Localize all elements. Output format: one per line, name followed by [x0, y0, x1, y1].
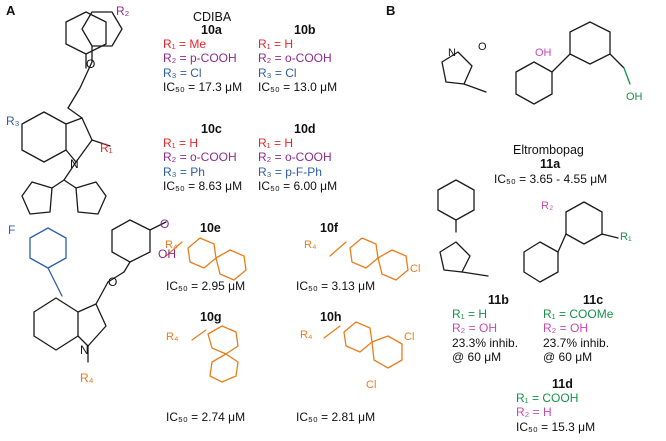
compound-10f-name: 10f: [320, 221, 339, 235]
compound-11c-inhib: 23.7% inhib.: [543, 335, 610, 350]
series11-r2-label: R₂: [541, 200, 554, 212]
compound-11d-block: 11d R₁ = COOH R₂ = H IC₅₀ = 15.3 μM: [516, 378, 595, 434]
compound-11b-conc: @ 60 μM: [452, 350, 502, 364]
compound-10a-r3: R₃ = Cl: [163, 65, 202, 80]
r2-atom-label: R₂: [116, 4, 130, 18]
compound-10a-ic50: IC₅₀ = 17.3 μM: [163, 80, 243, 94]
compound-11d-name: 11d: [552, 377, 573, 391]
compound-10b-r2: R₂ = o-COOH: [258, 51, 332, 65]
compound-10c-r1: R₁ = H: [163, 135, 199, 150]
compound-10h-chloro-bottom-label: Cl: [366, 379, 377, 391]
compound-10d-r1: R₁ = H: [258, 135, 294, 150]
compound-10d-r3: R₃ = p-F-Ph: [258, 164, 322, 179]
compound-10a-r2: R₂ = p-COOH: [163, 51, 237, 65]
compound-11d-r1: R₁ = COOH: [516, 390, 579, 405]
compound-10c-r2: R₂ = o-COOH: [163, 150, 237, 164]
eltrombopag-n-label: N: [448, 47, 456, 59]
oxygen-atom-label: O: [86, 57, 96, 71]
compound-10c-name: 10c: [201, 122, 222, 136]
r4-atom-label: R₄: [80, 371, 94, 385]
eltrombopag-hydroxyl-label: OH: [535, 47, 552, 59]
compound-11b-block: 11b R₁ = H R₂ = OH 23.3% inhib. @ 60 μM: [452, 294, 518, 365]
compound-11b-r1: R₁ = H: [452, 306, 488, 321]
compound-10d-name: 10d: [294, 122, 316, 136]
eltrombopag-o-label: O: [478, 41, 487, 53]
compound-10b-block: 10b R₁ = H R₂ = o-COOH R₃ = Cl IC₅₀ = 13…: [258, 24, 337, 95]
compound-10e-name: 10e: [200, 221, 221, 235]
r3-atom-label: R₃: [6, 114, 20, 128]
panel-a-label: A: [6, 3, 16, 18]
indole-nitrogen-label: N: [80, 343, 89, 357]
eltrombopag-label: Eltrombopag: [513, 143, 584, 157]
compound-10e-ic50: IC₅₀ = 2.95 μM: [166, 279, 246, 293]
compound-10d-r2: R₂ = o-COOH: [258, 150, 332, 164]
compound-11d-ic50: IC₅₀ = 15.3 μM: [516, 419, 596, 434]
compound-10h-name: 10h: [320, 310, 342, 324]
compound-10a-r1: R₁ = Me: [163, 36, 207, 51]
compound-10h-ic50: IC₅₀ = 2.81 μM: [296, 410, 376, 424]
compound-10d-ic50: IC₅₀ = 6.00 μM: [258, 179, 338, 193]
compound-10b-r3: R₃ = Cl: [258, 65, 297, 80]
r4-fragment-structures: [165, 237, 409, 383]
eltrombopag-structure: [65, 11, 631, 105]
ether-oxygen-label: O: [108, 275, 118, 289]
compound-11b-r2: R₂ = OH: [452, 321, 497, 335]
series11-r1-label: R₁: [620, 231, 632, 243]
compound-10h-chloro-top-label: Cl: [404, 331, 415, 343]
eltrombopag-name: 11a: [540, 157, 561, 171]
nitrogen-atom-label: N: [70, 157, 79, 171]
compound-10c-ic50: IC₅₀ = 8.63 μM: [163, 179, 243, 193]
eltrombopag-acid-oh-label: OH: [626, 91, 643, 103]
compound-10f-r4: R₄: [304, 239, 317, 251]
compound-10d-block: 10d R₁ = H R₂ = o-COOH R₃ = p-F-Ph IC₅₀ …: [258, 123, 337, 194]
r1-atom-label: R₁: [100, 141, 113, 155]
compound-10f-chloro-label: Cl: [410, 263, 421, 275]
series11-scaffold-structure: [437, 179, 619, 283]
compound-11c-name: 11c: [583, 293, 604, 307]
compound-10c-block: 10c R₁ = H R₂ = o-COOH R₃ = Ph IC₅₀ = 8.…: [163, 123, 242, 194]
compound-10c-r3: R₃ = Ph: [163, 164, 205, 179]
compound-11b-name: 11b: [488, 293, 509, 307]
eltrombopag-ic50: IC₅₀ = 3.65 - 4.55 μM: [494, 172, 608, 186]
compound-10e-r4: R₄: [165, 239, 178, 251]
compound-11b-inhib: 23.3% inhib.: [452, 335, 519, 350]
panel-b-label: B: [386, 3, 396, 18]
compound-10g-ic50: IC₅₀ = 2.74 μM: [166, 410, 246, 424]
compound-10b-ic50: IC₅₀ = 13.0 μM: [258, 80, 338, 94]
compound-10b-r1: R₁ = H: [258, 36, 294, 51]
series10-scaffold-structure: [29, 219, 167, 363]
cdiba-label: CDIBA: [193, 10, 232, 24]
compound-11c-block: 11c R₁ = COOMe R₂ = OH 23.7% inhib. @ 60…: [543, 294, 613, 365]
hydroxyl-label: OH: [158, 247, 176, 261]
cdiba-scaffold-structure: [21, 11, 123, 215]
compound-10b-name: 10b: [294, 23, 316, 37]
compound-11c-r1: R₁ = COOMe: [543, 306, 614, 321]
compound-11c-conc: @ 60 μM: [543, 350, 593, 364]
carbonyl-oxygen-label: O: [160, 217, 170, 231]
compound-11d-r2: R₂ = H: [516, 405, 552, 419]
compound-10a-name: 10a: [201, 23, 222, 37]
compound-10a-block: 10a R₁ = Me R₂ = p-COOH R₃ = Cl IC₅₀ = 1…: [163, 24, 242, 95]
fluorine-atom-label: F: [8, 223, 16, 237]
compound-10g-r4: R₄: [166, 331, 179, 343]
compound-10f-ic50: IC₅₀ = 3.13 μM: [296, 279, 376, 293]
compound-10h-r4: R₄: [300, 329, 313, 341]
compound-10g-name: 10g: [200, 310, 222, 324]
compound-11c-r2: R₂ = OH: [543, 321, 588, 335]
